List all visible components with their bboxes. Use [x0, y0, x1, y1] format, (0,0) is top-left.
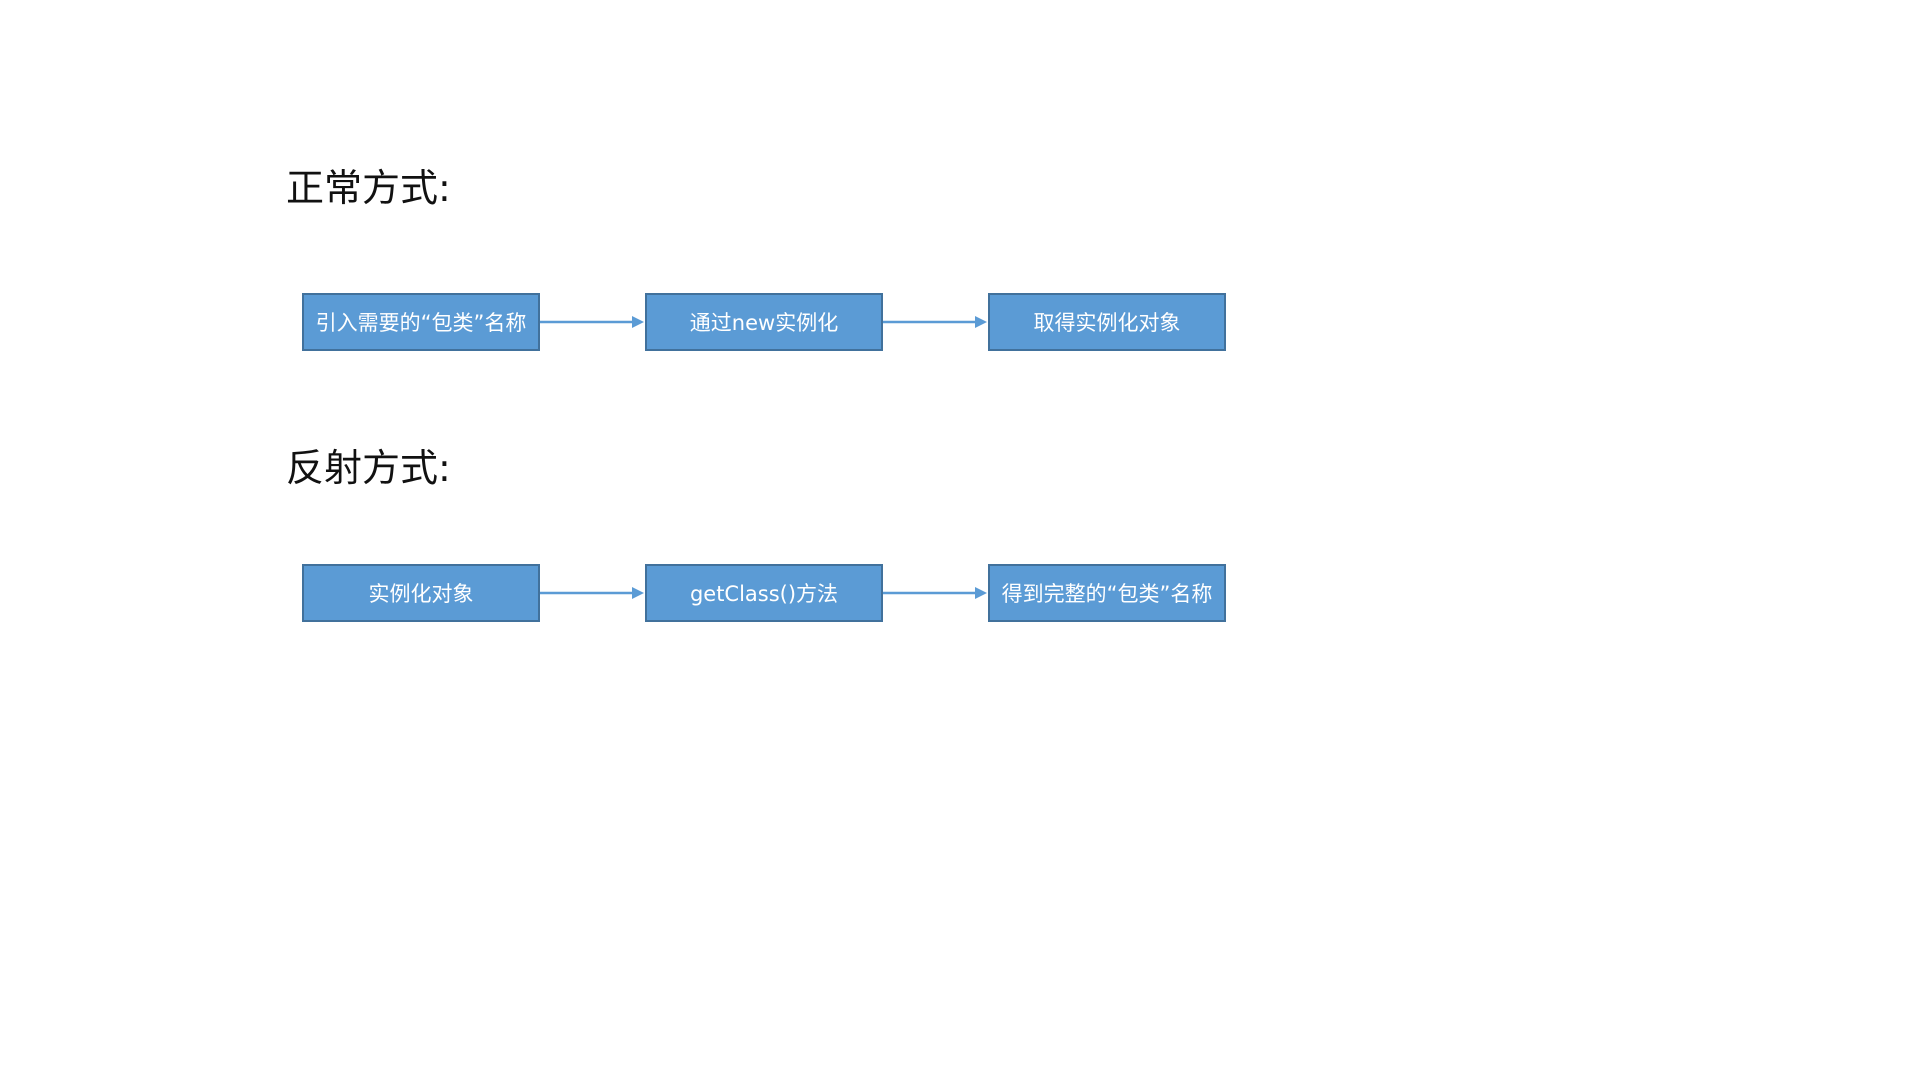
- flow-box-import-package: 引入需要的“包类”名称: [302, 293, 540, 351]
- arrow-right-icon: [883, 587, 987, 599]
- flow-box-get-instance: 取得实例化对象: [988, 293, 1226, 351]
- flow-box-getclass-method: getClass()方法: [645, 564, 883, 622]
- section-title-normal: 正常方式:: [286, 166, 451, 210]
- section-title-reflection: 反射方式:: [286, 446, 451, 490]
- arrow-right-icon: [883, 316, 987, 328]
- flow-box-instance-object: 实例化对象: [302, 564, 540, 622]
- arrow-right-icon: [540, 316, 644, 328]
- flow-box-full-package-name: 得到完整的“包类”名称: [988, 564, 1226, 622]
- arrow-right-icon: [540, 587, 644, 599]
- flow-box-new-instantiate: 通过new实例化: [645, 293, 883, 351]
